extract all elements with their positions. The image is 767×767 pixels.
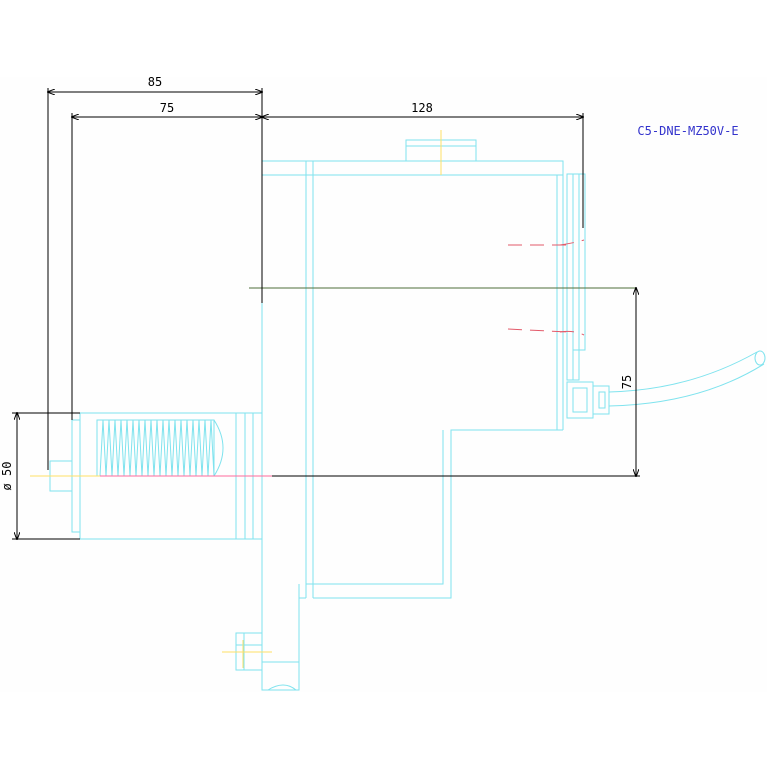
dimension-128: 128 — [262, 101, 583, 228]
dimension-diameter-50: ø 50 — [0, 413, 80, 539]
drawing-sheet — [0, 77, 767, 692]
dim-label-75: 75 — [160, 101, 174, 115]
dim-label-diameter: ø 50 — [0, 462, 14, 491]
dimension-85: 85 — [48, 75, 262, 470]
dim-label-85: 85 — [148, 75, 162, 89]
dimension-75-horizontal: 75 — [72, 101, 262, 420]
center-lines — [30, 130, 585, 668]
dim-label-75-vertical: 75 — [620, 375, 634, 389]
housing-outline — [235, 139, 564, 691]
model-code: C5-DNE-MZ50V-E — [637, 124, 738, 138]
dim-label-128: 128 — [411, 101, 433, 115]
cable-connector — [566, 173, 766, 419]
dimension-75-vertical: 75 — [272, 288, 640, 476]
